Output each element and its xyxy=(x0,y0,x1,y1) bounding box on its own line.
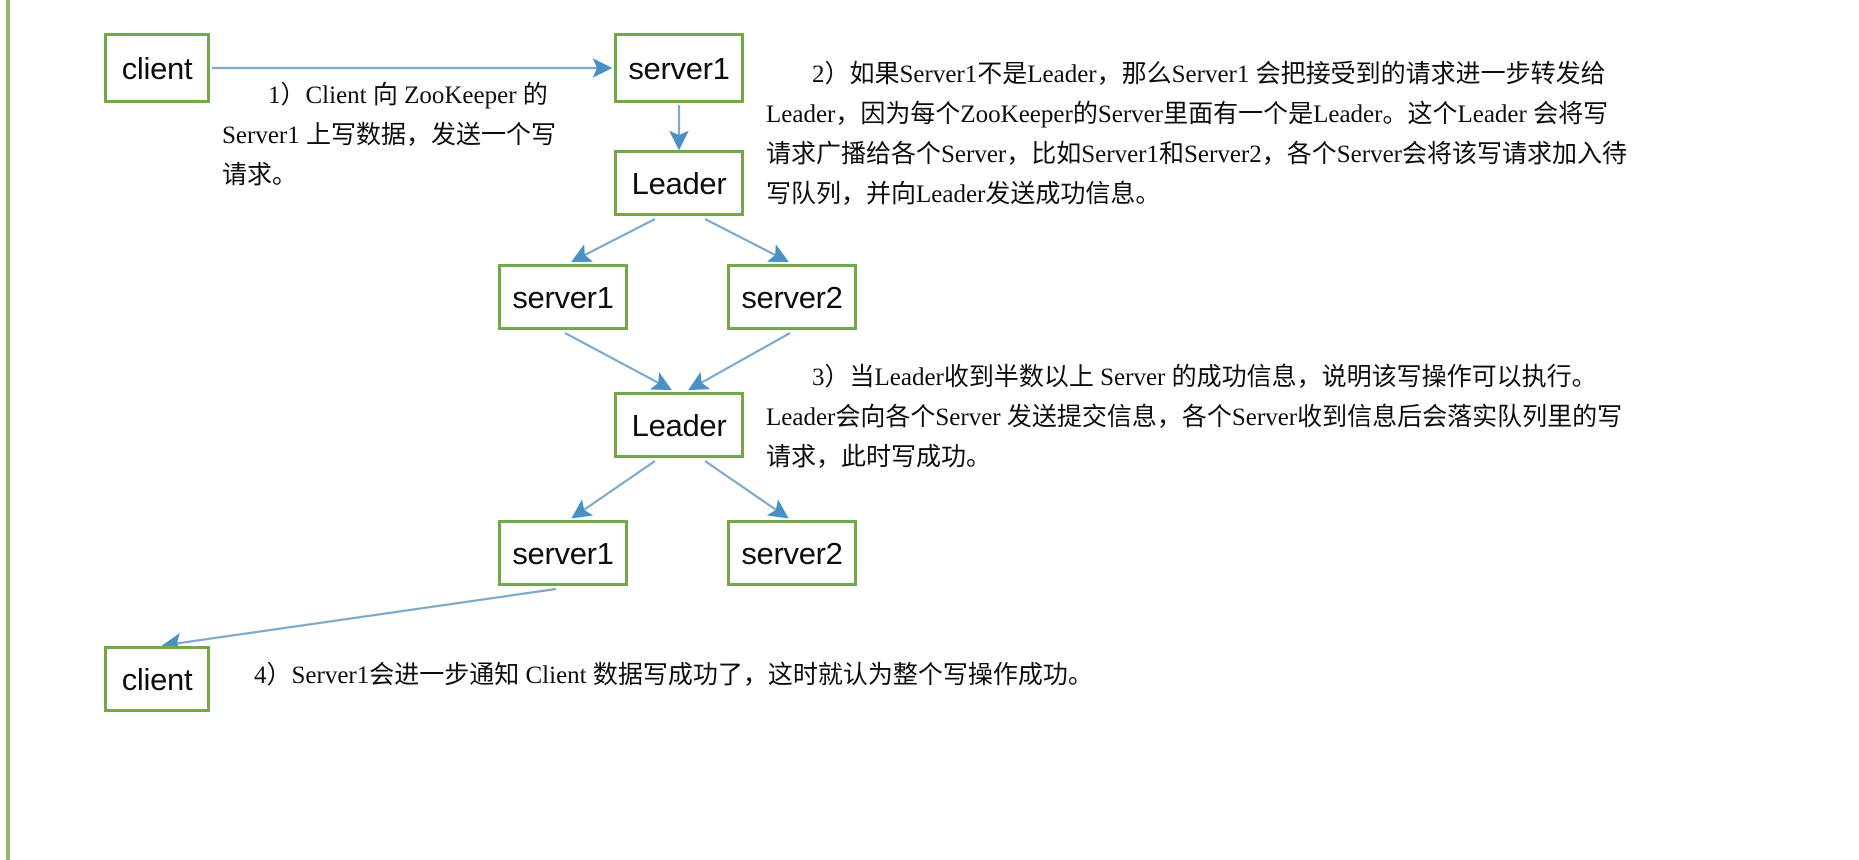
note-line: Leader，因为每个ZooKeeper的Server里面有一个是Leader。… xyxy=(766,101,1609,128)
node-leader-2[interactable]: Leader xyxy=(614,392,744,458)
note-line: 请求，此时写成功。 xyxy=(766,444,992,471)
note-line: 写队列，并向Leader发送成功信息。 xyxy=(766,181,1161,208)
note-line: 请求广播给各个Server，比如Server1和Server2，各个Server… xyxy=(766,141,1627,168)
note-text: 3）当Leader收到半数以上 Server 的成功信息，说明该写操作可以执行。 xyxy=(812,364,1597,391)
note-line: 4）Server1会进一步通知 Client 数据写成功了，这时就认为整个写操作… xyxy=(254,662,1093,689)
node-label: server2 xyxy=(741,279,843,315)
note-step-4: 4）Server1会进一步通知 Client 数据写成功了，这时就认为整个写操作… xyxy=(254,656,1093,696)
node-label: client xyxy=(121,50,193,86)
page-left-rule xyxy=(6,0,10,860)
node-client-top[interactable]: client xyxy=(104,33,210,103)
note-line: Leader会向各个Server 发送提交信息，各个Server收到信息后会落实… xyxy=(766,404,1623,431)
note-line: 3）当Leader收到半数以上 Server 的成功信息，说明该写操作可以执行。 xyxy=(766,358,1622,398)
note-step-2: 2）如果Server1不是Leader，那么Server1 会把接受到的请求进一… xyxy=(766,55,1627,215)
edge-leader1-to-server1mid xyxy=(571,218,656,263)
node-label: server1 xyxy=(512,535,614,571)
node-label: Leader xyxy=(631,165,727,201)
node-server1-bot[interactable]: server1 xyxy=(498,520,628,586)
note-text: 2）如果Server1不是Leader，那么Server1 会把接受到的请求进一… xyxy=(812,61,1606,88)
node-server1-top[interactable]: server1 xyxy=(614,33,744,103)
note-line: 1）Client 向 ZooKeeper 的 xyxy=(222,76,556,116)
note-text: 1）Client 向 ZooKeeper 的 xyxy=(268,82,548,109)
note-step-3: 3）当Leader收到半数以上 Server 的成功信息，说明该写操作可以执行。… xyxy=(766,358,1622,478)
edge-server1mid-to-leader2 xyxy=(564,332,672,391)
edge-server1bot-to-client xyxy=(161,587,557,653)
edge-leader1-to-server2mid xyxy=(704,218,789,263)
note-step-1: 1）Client 向 ZooKeeper 的 Server1 上写数据，发送一个… xyxy=(222,76,556,196)
node-client-bottom[interactable]: client xyxy=(104,646,210,712)
node-label: Leader xyxy=(631,407,727,443)
note-line: 请求。 xyxy=(222,162,298,189)
node-label: server1 xyxy=(628,50,730,86)
note-line: 2）如果Server1不是Leader，那么Server1 会把接受到的请求进一… xyxy=(766,55,1627,95)
node-label: client xyxy=(121,661,193,697)
node-server1-mid[interactable]: server1 xyxy=(498,264,628,330)
note-line: Server1 上写数据，发送一个写 xyxy=(222,122,556,149)
node-label: server2 xyxy=(741,535,843,571)
node-server2-mid[interactable]: server2 xyxy=(727,264,857,330)
edge-leader2-to-server1bot xyxy=(571,460,656,519)
node-label: server1 xyxy=(512,279,614,315)
node-leader-1[interactable]: Leader xyxy=(614,150,744,216)
node-server2-bot[interactable]: server2 xyxy=(727,520,857,586)
